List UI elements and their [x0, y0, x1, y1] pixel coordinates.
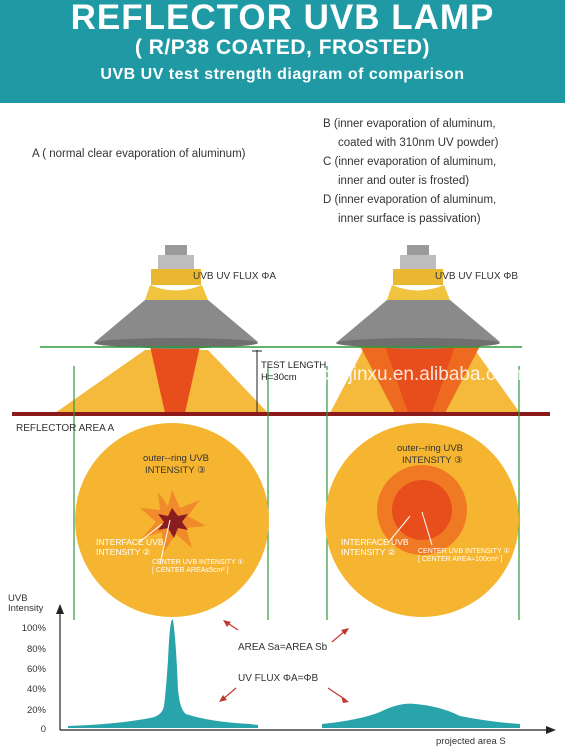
center-disc-b: [392, 480, 452, 540]
beam-core-a: [150, 346, 200, 413]
circle-a-outer-label: outer--ring UVB: [143, 453, 209, 464]
legend-d-line1: D (inner evaporation of aluminum,: [323, 194, 497, 206]
test-length-value: H=30cm: [261, 372, 297, 383]
circle-b-center-label: CENTER UVB INTENSITY ①: [418, 548, 510, 555]
circle-b-interface-intensity: INTENSITY ②: [341, 547, 396, 557]
graph-tick: 100%: [21, 623, 46, 634]
legend-d-line2: inner surface is passivation): [338, 213, 481, 225]
circle-a-interface-intensity: INTENSITY ②: [96, 547, 151, 557]
graph-tick: 40%: [26, 684, 46, 695]
graph-tick: 80%: [26, 644, 46, 655]
curve-lamp-b: [322, 703, 520, 728]
header-banner: REFLECTOR UVB LAMP ( R/P38 COATED, FROST…: [0, 0, 565, 103]
graph-xlabel: projected area S: [436, 736, 506, 747]
page-subtitle: ( R/P38 COATED, FROSTED): [134, 36, 431, 59]
flux-label-b: UVB UV FLUX ΦB: [435, 271, 518, 282]
area-equality-note: AREA Sa=AREA Sb: [238, 642, 328, 653]
circle-b-outer-intensity: INTENSITY ③: [402, 455, 463, 466]
legend-b-line1: B (inner evaporation of aluminum,: [323, 118, 496, 130]
legend-c-line1: C (inner evaporation of aluminum,: [323, 156, 497, 168]
circle-a-outer-intensity: INTENSITY ③: [145, 465, 206, 476]
graph-ylabel-line2: Intensity: [8, 603, 44, 614]
legend-b-line2: coated with 310nm UV powder): [338, 137, 499, 149]
circle-b-interface-label: INTERFACE UVB: [341, 537, 409, 547]
graph-tick: 60%: [26, 664, 46, 675]
reflector-area-label: REFLECTOR AREA A: [16, 423, 115, 434]
graph-tick: 20%: [26, 705, 46, 716]
beam-center-b: [385, 346, 455, 413]
page-title: REFLECTOR UVB LAMP: [70, 0, 495, 37]
watermark: cczjinxu.en.alibaba.com: [320, 364, 522, 385]
graph-ylabel-line1: UVB: [8, 593, 28, 604]
test-length-label: TEST LENGTH: [261, 360, 327, 371]
graph-tick: 0: [40, 724, 46, 735]
circle-b-outer-label: outer--ring UVB: [397, 443, 463, 454]
circle-a-center-area: [ CENTER AREA≤5cm² ]: [152, 567, 229, 574]
lamp-b: [336, 245, 500, 349]
flux-equality-note: UV FLUX ΦA=ΦB: [238, 673, 319, 684]
circle-a-center-label: CENTER UVB INTENSITY ①: [152, 559, 244, 566]
circle-b-center-area: [ CENTER AREA≈100cm² ]: [418, 556, 503, 563]
page-caption: UVB UV test strength diagram of comparis…: [100, 66, 465, 83]
legend-a: A ( normal clear evaporation of aluminum…: [32, 148, 246, 160]
circle-a-interface-label: INTERFACE UVB: [96, 537, 164, 547]
lamp-a: [94, 245, 258, 349]
legend-c-line2: inner and outer is frosted): [338, 175, 470, 187]
flux-label-a: UVB UV FLUX ΦA: [193, 271, 276, 282]
curve-lamp-a: [68, 619, 258, 728]
center-burst-a: [158, 508, 188, 538]
